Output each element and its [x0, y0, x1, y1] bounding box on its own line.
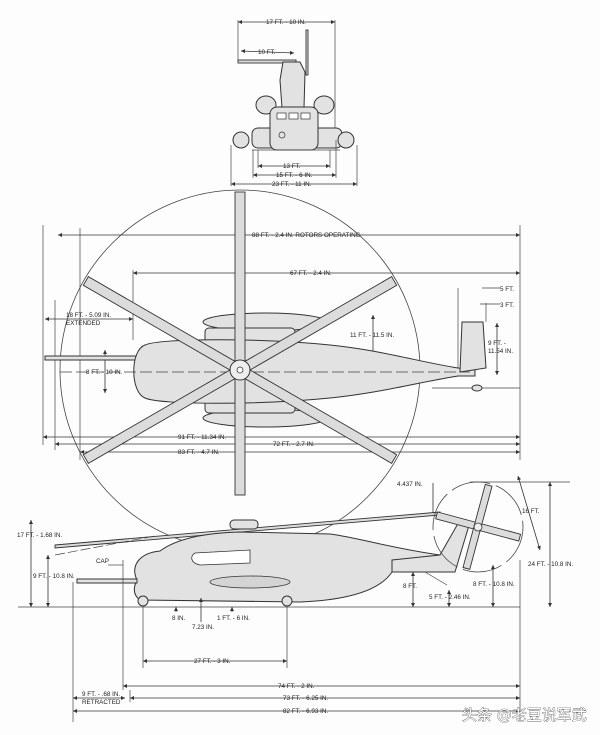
- side-view: 17 FT. - 1.68 IN. 9 FT. - 10.8 IN. CAP 8…: [17, 475, 573, 722]
- tail-rotor-hub: [471, 384, 483, 392]
- tail-fin: [459, 321, 487, 373]
- dimension-label: 24 FT. - 10.8 IN.: [528, 561, 573, 568]
- dimension-label: 10 FT.: [258, 49, 276, 56]
- tail-rotor: [435, 483, 522, 570]
- rotor-blade: [234, 191, 246, 371]
- dimension-label: 7.23 IN.: [192, 624, 214, 631]
- dimension-label: 67 FT. - 2.4 IN.: [290, 270, 332, 277]
- sponson-side: [209, 575, 291, 589]
- dimension-label: 17 FT. - 10 IN.: [266, 19, 306, 26]
- dimension-label: 8 IN.: [172, 615, 186, 622]
- dimension-label: CAP: [96, 558, 109, 565]
- cabin-window: [191, 549, 251, 566]
- left-wheel: [232, 131, 250, 149]
- dimension-label: 16 FT.: [522, 508, 540, 515]
- dimension-label: 91 FT. - 11.34 IN.: [178, 434, 226, 441]
- dimension-label: 9 FT. -: [488, 340, 506, 347]
- main-rotor: [82, 191, 398, 496]
- main-wheel: [281, 595, 293, 607]
- dimension-label: 74 FT. - 2 IN.: [278, 683, 315, 690]
- dimension-label: 11 FT. - 11.5 IN.: [350, 332, 394, 339]
- dimension-label: 3 FT.: [500, 302, 514, 309]
- dimension-label: 72 FT. - 2.7 IN.: [273, 441, 315, 448]
- dimension-label: 11.54 IN.: [488, 348, 513, 355]
- dimension-label: 15 FT. - 6 IN.: [276, 172, 313, 179]
- dimension-label: 1 FT. - 6 IN.: [217, 615, 250, 622]
- dimension-label: 27 FT. - 3 IN.: [194, 658, 231, 665]
- dimension-label: 82 FT. - 6.93 IN.: [283, 708, 328, 715]
- refuel-probe-side: [76, 578, 138, 584]
- dimension-label: 4.437 IN.: [397, 481, 423, 488]
- dimension-label: 18 FT. - 5.09 IN.: [66, 312, 111, 319]
- dimension-label: RETRACTED: [82, 699, 121, 706]
- dimension-label: 73 FT. - 6.25 IN.: [283, 695, 328, 702]
- tail-pylon: [391, 519, 471, 573]
- front-view: 17 FT. - 10 IN. 10 FT. 13 FT. 15 FT. - 6…: [230, 19, 358, 188]
- dimension-label: 88 FT. - 2.4 IN. ROTORS OPERATING: [252, 232, 361, 239]
- dimension-label: 8 FT.: [403, 583, 417, 590]
- right-wheel: [337, 131, 355, 149]
- dimension-label: 8 FT. - 10.8 IN.: [473, 581, 515, 588]
- dimension-label: EXTENDED: [66, 320, 101, 327]
- dimension-label: 9 FT. - .68 IN.: [82, 691, 120, 698]
- rotor-blade: [234, 369, 246, 496]
- dimension-label: 9 FT. - 10.8 IN.: [33, 573, 75, 580]
- dimension-label: 5 FT. - 2.46 IN.: [429, 594, 471, 601]
- dimension-label: 83 FT. - 4.7 IN.: [178, 449, 220, 456]
- dimension-label: 8 FT. - 10 IN.: [86, 369, 123, 376]
- nose-wheel: [137, 595, 149, 607]
- dimension-label: 23 FT. - 11 IN.: [272, 181, 312, 188]
- top-view: 88 FT. - 2.4 IN. ROTORS OPERATING 67 FT.…: [42, 189, 521, 551]
- refuel-probe: [44, 355, 141, 361]
- watermark: 头条 @老豆说军武: [462, 706, 587, 724]
- dimension-label: 13 FT.: [283, 163, 301, 170]
- rotor-mast: [279, 61, 306, 109]
- dimension-label: 5 FT.: [500, 286, 514, 293]
- fuselage-top: [133, 339, 476, 404]
- rotor-head: [229, 519, 259, 530]
- rotor-blade-edge: [305, 29, 309, 76]
- dimension-label: 17 FT. - 1.68 IN.: [17, 532, 62, 539]
